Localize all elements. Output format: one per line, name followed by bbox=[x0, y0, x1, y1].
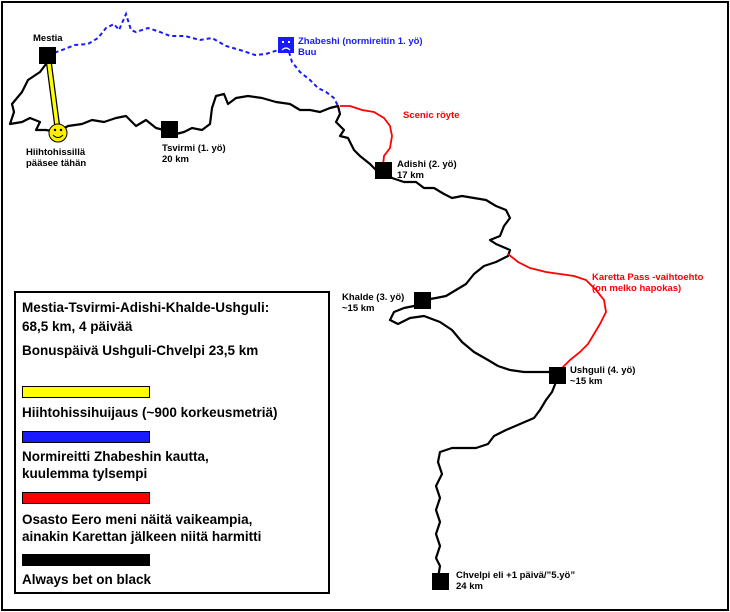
zhabeshi-label-line1: Zhabeshi (normireitin 1. yö) bbox=[298, 36, 423, 47]
blue-route-line bbox=[47, 11, 339, 107]
ushguli-label-line2: ~15 km bbox=[570, 376, 603, 387]
black-route-line bbox=[8, 55, 562, 579]
legend-black-text: Always bet on black bbox=[22, 572, 152, 587]
tsvirmi-marker bbox=[161, 121, 178, 138]
legend-swatch-yellow bbox=[22, 386, 150, 398]
legend-yellow-text: Hiihtohissihuijaus (~900 korkeusmetriä) bbox=[22, 405, 278, 420]
adishi-label-line1: Adishi (2. yö) bbox=[397, 159, 457, 170]
chvelpi-label-line2: 24 km bbox=[456, 581, 483, 592]
legend-box: Mestia-Tsvirmi-Adishi-Khalde-Ushguli: 68… bbox=[14, 291, 330, 594]
khalde-marker bbox=[414, 292, 431, 309]
ushguli-label-line1: Ushguli (4. yö) bbox=[570, 365, 636, 376]
mestia-label: Mestia bbox=[33, 33, 63, 44]
lift-end-label-line1: Hiihtohissillä bbox=[26, 147, 86, 158]
chvelpi-marker bbox=[432, 573, 449, 590]
legend-swatch-blue bbox=[22, 431, 150, 443]
legend-blue-text-line1: Normireitti Zhabeshin kautta, bbox=[22, 449, 209, 464]
ski-lift-line-fill bbox=[46, 55, 60, 133]
legend-bonus-day: Bonuspäivä Ushguli-Chvelpi 23,5 km bbox=[22, 343, 259, 358]
khalde-label-line1: Khalde (3. yö) bbox=[342, 292, 405, 303]
karetta-label-line1: Karetta Pass -vaihtoehto bbox=[592, 272, 704, 283]
legend-red-text-line1: Osasto Eero meni näitä vaikeampia, bbox=[22, 512, 253, 527]
legend-red-text-line2: ainakin Karettan jälkeen niitä harmitti bbox=[22, 529, 262, 544]
zhabeshi-label-line2: Buu bbox=[298, 47, 317, 58]
legend-swatch-black bbox=[22, 554, 150, 566]
sad-face-icon bbox=[278, 37, 294, 53]
tsvirmi-label-line1: Tsvirmi (1. yö) bbox=[162, 143, 226, 154]
adishi-label-line2: 17 km bbox=[397, 170, 424, 181]
legend-blue-text-line2: kuulemma tylsempi bbox=[22, 466, 148, 481]
tsvirmi-label-line2: 20 km bbox=[162, 154, 189, 165]
mestia-marker bbox=[39, 47, 56, 64]
lift-end-label-line2: pääsee tähän bbox=[26, 158, 87, 169]
khalde-label-line2: ~15 km bbox=[342, 303, 375, 314]
legend-swatch-red bbox=[22, 492, 150, 504]
smiley-face-icon bbox=[48, 123, 68, 143]
chvelpi-label-line1: Chvelpi eli +1 päivä/”5.yö” bbox=[456, 570, 576, 581]
adishi-marker bbox=[375, 162, 392, 179]
legend-summary-line2: 68,5 km, 4 päivää bbox=[22, 319, 133, 334]
red-scenic-route bbox=[340, 105, 393, 167]
legend-summary-line1: Mestia-Tsvirmi-Adishi-Khalde-Ushguli: bbox=[22, 300, 270, 315]
scenic-label: Scenic röyte bbox=[403, 110, 460, 121]
ushguli-marker bbox=[549, 367, 566, 384]
red-karetta-route bbox=[507, 253, 607, 371]
karetta-label-line2: (on melko hapokas) bbox=[592, 283, 682, 294]
